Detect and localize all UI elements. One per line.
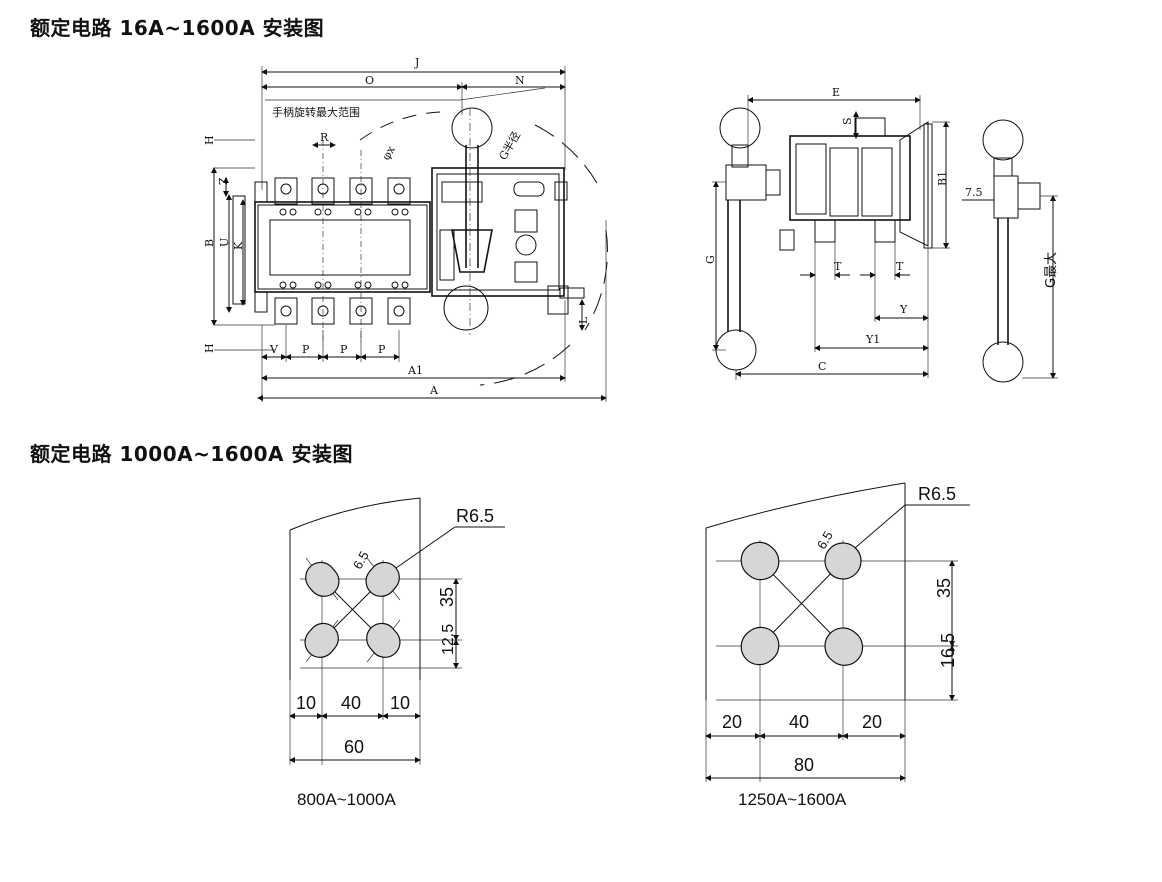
dim-A1: A1: [407, 364, 423, 377]
heading-installation-16a-1600a: 额定电路 16A~1600A 安装图: [30, 16, 325, 40]
front-view-drawing: J O N 手柄旋转最大范围: [203, 56, 608, 402]
hole-800-v2: 12.5: [440, 624, 457, 655]
hole-1250-total: 80: [794, 755, 814, 775]
dim-G: G: [704, 255, 717, 264]
hole-800-slot: 6.5: [350, 549, 372, 572]
side-view-drawing: E S B1 G: [704, 86, 950, 380]
hole-800-radius: R6.5: [456, 506, 494, 526]
dim-C: C: [818, 360, 826, 373]
hole-800-v1: 35: [437, 587, 457, 607]
hole-800-h1: 10: [296, 693, 316, 713]
hole-1250-radius: R6.5: [918, 484, 956, 504]
dim-Y: Y: [899, 303, 908, 316]
hole-800-h3: 10: [390, 693, 410, 713]
dim-V: V: [269, 343, 279, 356]
caption-800a-1000a: 800A~1000A: [297, 790, 396, 809]
dim-P2: P: [340, 343, 348, 356]
dim-J: J: [414, 56, 419, 69]
hole-pattern-800a: R6.5 6.5 35 12.5 10 40 10 60: [289, 497, 505, 765]
dim-7-5: 7.5: [965, 186, 983, 199]
dim-S: S: [841, 117, 854, 125]
hole-pattern-1250a: R6.5 6.5 35 16.5 20 40 20 80: [705, 482, 970, 782]
heading-installation-1000a-1600a: 额定电路 1000A~1600A 安装图: [30, 442, 353, 466]
dim-B: B: [203, 239, 216, 247]
hole-800-h2: 40: [341, 693, 361, 713]
hole-1250-h2: 40: [789, 712, 809, 732]
dim-Z: Z: [217, 177, 230, 185]
dim-L: L: [577, 316, 590, 324]
dim-phi: φx: [379, 143, 398, 162]
dim-Y1: Y1: [865, 333, 880, 346]
dim-T1: T: [834, 260, 842, 273]
dim-G-max: G最大: [1044, 252, 1059, 288]
hole-1250-v2: 16.5: [938, 633, 958, 668]
dim-R: R: [320, 131, 329, 144]
dim-U: U: [218, 238, 231, 247]
hole-800-total: 60: [344, 737, 364, 757]
dim-H-bottom: H: [203, 343, 216, 353]
dim-P1: P: [302, 343, 310, 356]
dim-B1: B1: [936, 171, 949, 186]
dim-A: A: [429, 384, 439, 397]
caption-1250a-1600a: 1250A~1600A: [738, 790, 847, 809]
handle-radius-label: G半径: [496, 129, 524, 163]
dim-E: E: [832, 86, 840, 99]
hole-1250-h3: 20: [862, 712, 882, 732]
dim-O: O: [365, 74, 374, 87]
bottom-terminals: [274, 281, 411, 325]
dim-H-top: H: [203, 135, 216, 145]
dim-N: N: [515, 74, 525, 87]
dim-K: K: [232, 241, 245, 250]
handle-range-note: 手柄旋转最大范围: [272, 105, 360, 119]
top-terminals: [274, 177, 411, 216]
hole-1250-v1: 35: [934, 578, 954, 598]
handle-view-drawing: 7.5 G最大: [962, 119, 1059, 383]
hole-1250-h1: 20: [722, 712, 742, 732]
dim-T2: T: [896, 260, 904, 273]
dim-P3: P: [378, 343, 386, 356]
